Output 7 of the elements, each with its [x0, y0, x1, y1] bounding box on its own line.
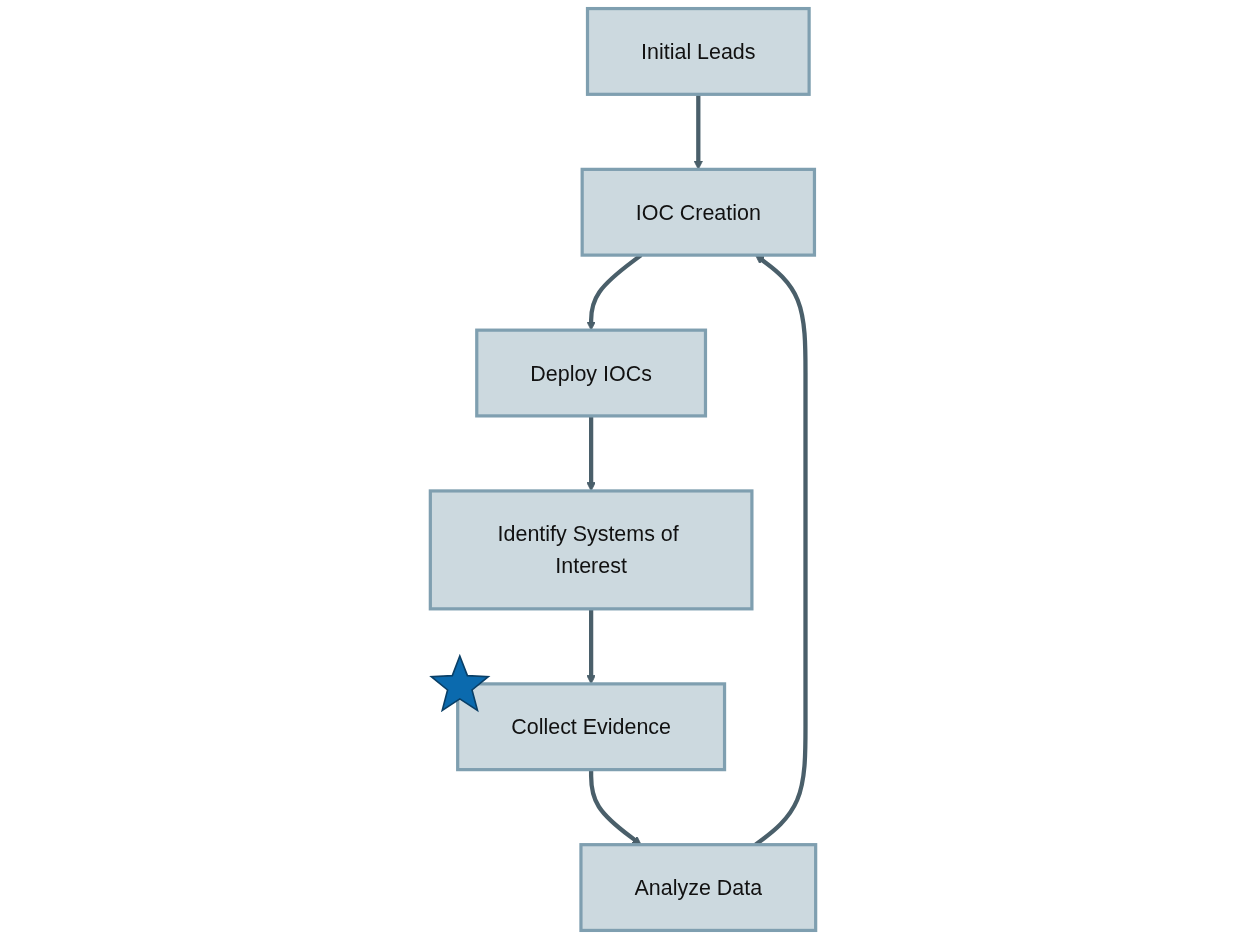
node-box: Collect Evidence: [456, 682, 727, 772]
node-box: Initial Leads: [585, 6, 811, 96]
node-box: Analyze Data: [579, 843, 818, 933]
arrow: [693, 94, 704, 170]
node-box: Identify Systems of Interest: [428, 489, 754, 611]
node-box: IOC Creation: [580, 167, 817, 257]
node-box: Deploy IOCs: [475, 328, 708, 418]
